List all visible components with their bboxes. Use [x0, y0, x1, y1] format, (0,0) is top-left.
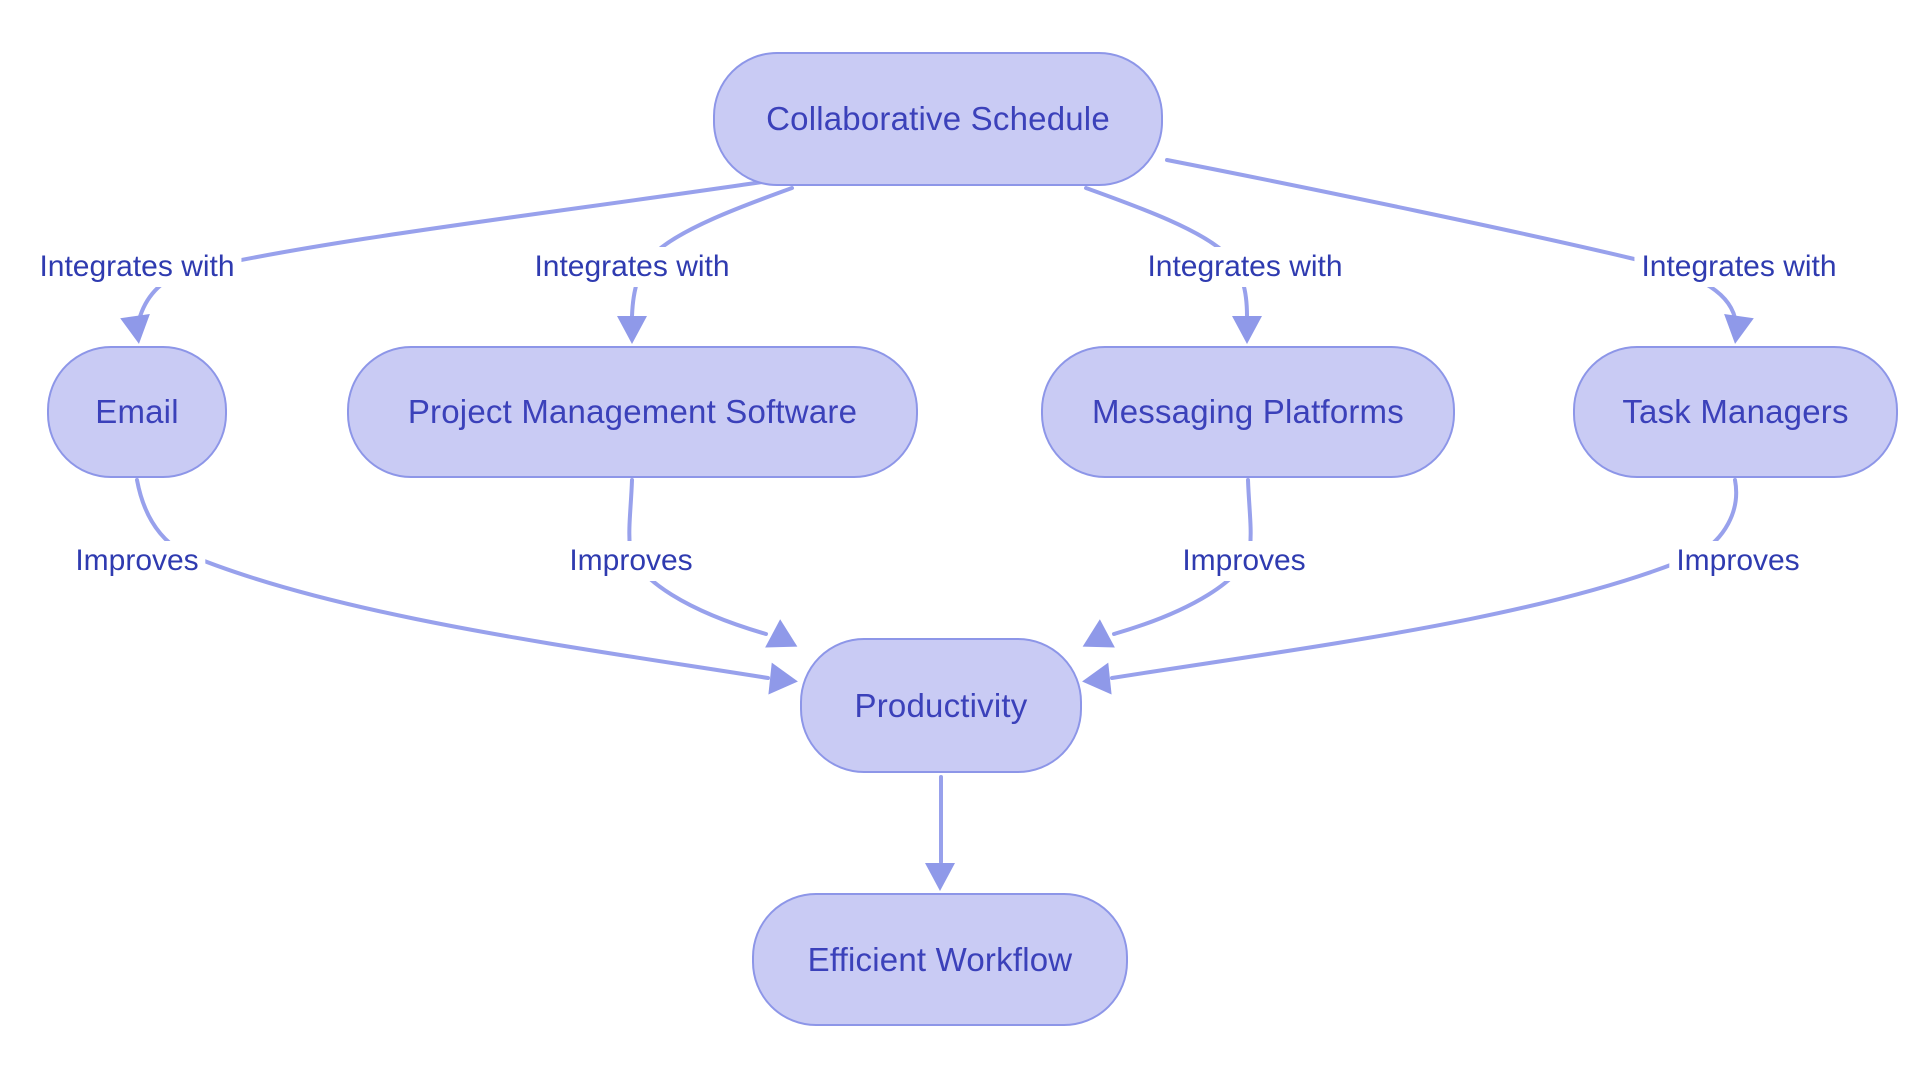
- arrowhead-icon: [765, 619, 798, 648]
- edge-label-improves-email: Improves: [68, 541, 206, 581]
- arrowhead-icon: [925, 863, 955, 891]
- edge-label-improves-messaging: Improves: [1175, 541, 1313, 581]
- arrowhead-icon: [1232, 316, 1262, 344]
- node-collaborative-schedule: Collaborative Schedule: [713, 52, 1163, 186]
- node-efficient-workflow: Efficient Workflow: [752, 893, 1128, 1026]
- node-task-managers: Task Managers: [1573, 346, 1898, 478]
- edge-task-managers-productivity: [1110, 478, 1739, 680]
- node-email: Email: [47, 346, 227, 478]
- arrowhead-icon: [617, 316, 647, 344]
- edge-label-improves-pms: Improves: [562, 541, 700, 581]
- edge-label-integrates-with-email: Integrates with: [32, 247, 242, 287]
- edge-email-productivity: [135, 478, 770, 680]
- arrowhead-icon: [1082, 662, 1112, 695]
- node-messaging-platforms: Messaging Platforms: [1041, 346, 1455, 478]
- edge-label-improves-task-managers: Improves: [1669, 541, 1807, 581]
- edge-label-integrates-with-messaging: Integrates with: [1140, 247, 1350, 287]
- arrowhead-icon: [120, 314, 150, 344]
- node-project-management-software: Project Management Software: [347, 346, 918, 478]
- node-productivity: Productivity: [800, 638, 1082, 773]
- arrowhead-icon: [768, 662, 798, 695]
- edge-collaborative-schedule-task-managers: [1165, 158, 1737, 320]
- edge-label-integrates-with-task-managers: Integrates with: [1634, 247, 1844, 287]
- arrowhead-icon: [1724, 314, 1754, 344]
- edge-label-integrates-with-pms: Integrates with: [527, 247, 737, 287]
- arrowhead-icon: [1082, 619, 1115, 648]
